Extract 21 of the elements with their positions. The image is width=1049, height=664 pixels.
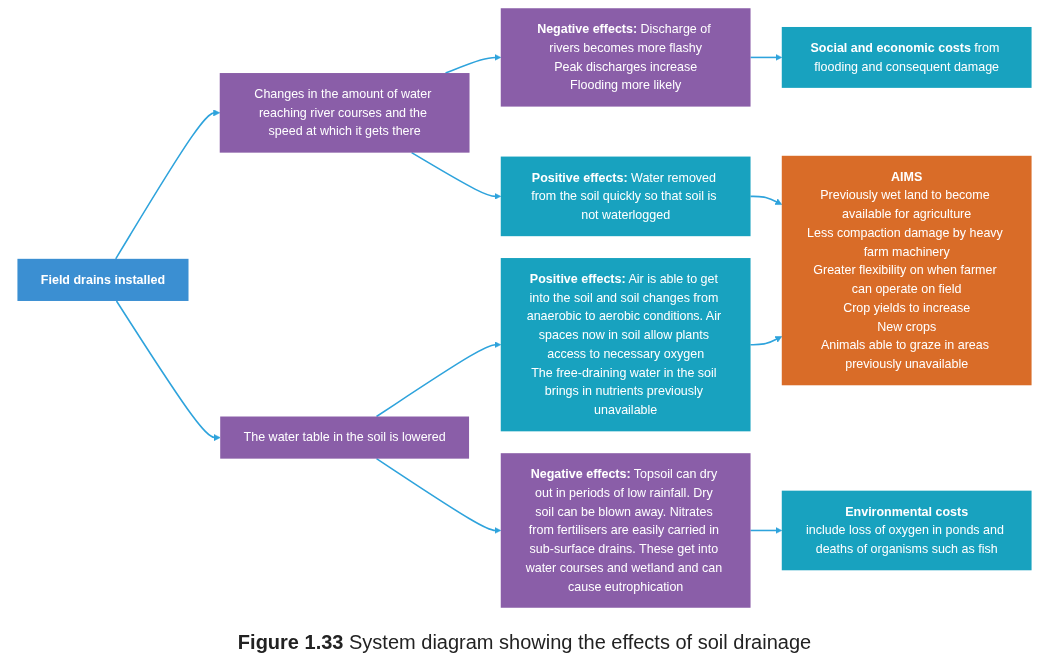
arrow [749, 195, 783, 205]
node-box: Environmental costs include loss of oxygen in ponds and deaths of organisms such as fish [781, 490, 1032, 571]
arrow [749, 336, 783, 346]
node-box: Negative effects: Discharge of rivers becomes more flashy Peak discharges increase Flooding more likely [500, 8, 751, 107]
arrow [114, 109, 221, 260]
node-box: The water table in the soil is lowered [220, 416, 470, 459]
arrow [410, 151, 502, 200]
arrow [749, 54, 783, 61]
node-box: Social and economic costs from flooding and consequent damage [781, 27, 1032, 88]
figure-caption: Figure 1.33 System diagram showing the effects of soil drainage [236, 631, 813, 654]
arrow [444, 54, 502, 74]
arrow [375, 341, 502, 418]
node-box: Positive effects: Water removed from the soil quickly so that soil is not waterlogged [500, 156, 751, 237]
arrow [749, 527, 783, 534]
node-box: Field drains installed [17, 258, 189, 301]
node-box: AIMS Previously wet land to become available for agriculture Less compaction damage by heavy farm machinery Greater flexibility on when farmer can operate on field Crop yields to increase New crops Animals able to graze in areas previously unavailable [781, 155, 1032, 386]
arrow [115, 300, 221, 441]
arrow [375, 457, 502, 534]
node-box: Changes in the amount of water reaching river courses and the speed at which it gets there [219, 73, 470, 153]
node-box: Positive effects: Air is able to get into the soil and soil changes from anaerobic to aerobic conditions. Air spaces now in soil allow plants access to necessary oxygen The free-draining water in the soil brings in nutrients previously unavailable [500, 258, 751, 432]
node-box: Negative effects: Topsoil can dry out in periods of low rainfall. Dry soil can be blown away. Nitrates from fertilisers are easily carried in sub-surface drains. These get into water courses and wetland and can cause eutrophication [500, 453, 751, 608]
